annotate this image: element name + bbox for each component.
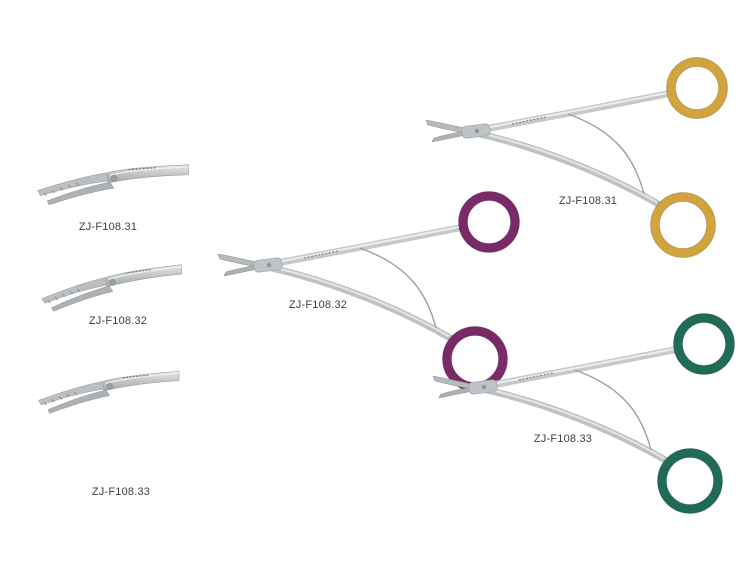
ring-outline <box>673 313 735 375</box>
lower-jaw <box>223 264 259 277</box>
lower-shank-highlight <box>486 388 668 461</box>
tip-detail-figure-2 <box>27 253 189 319</box>
ring-handle-top <box>673 313 735 375</box>
engraved-marking <box>511 116 547 125</box>
spring-wire <box>567 113 645 195</box>
upper-shank-highlight <box>479 91 673 130</box>
lower-shank-highlight <box>271 266 453 339</box>
shaft-highlight <box>110 166 189 176</box>
ring-outline <box>682 322 726 366</box>
instrument-figure-2 <box>212 186 542 401</box>
lower-shank-highlight <box>479 132 661 205</box>
lower-jaw <box>431 130 467 143</box>
ring-outline <box>458 191 520 253</box>
engraved-marking <box>303 250 339 259</box>
pivot-screw <box>474 128 480 134</box>
lower-jaw <box>51 285 114 312</box>
spring-wire <box>574 369 652 451</box>
instrument-figure-1 <box>420 52 750 267</box>
ring-outline <box>650 192 716 258</box>
pivot-screw <box>266 262 272 268</box>
upper-shank-highlight <box>486 347 680 386</box>
jaw-serrations <box>43 182 80 197</box>
instrument-figure-3 <box>427 308 750 523</box>
tip-detail-label-2: ZJ-F108.32 <box>88 315 148 327</box>
instrument-label-3: ZJ-F108.33 <box>533 433 593 445</box>
hinge-screw <box>109 278 116 286</box>
shaft-highlight <box>105 372 180 385</box>
ring-outline <box>659 201 707 249</box>
instrument-label-2: ZJ-F108.32 <box>288 299 348 311</box>
tip-detail-label-3: ZJ-F108.33 <box>91 486 151 498</box>
lower-jaw <box>438 386 474 399</box>
ring-handle-top <box>666 57 728 119</box>
lower-jaw <box>46 181 115 206</box>
jaw-serrations <box>47 288 81 304</box>
hinge-screw <box>106 383 113 390</box>
spring-wire <box>359 247 437 329</box>
upper-jaw <box>217 253 257 268</box>
engraved-marking <box>518 372 554 381</box>
tip-detail-figure-3 <box>25 360 185 420</box>
ring-outline <box>666 57 728 119</box>
instrument-label-1: ZJ-F108.31 <box>558 195 618 207</box>
shaft-highlight <box>108 265 182 281</box>
upper-jaw <box>38 381 105 406</box>
tip-detail-figure-1 <box>27 147 191 217</box>
jaw-serrations <box>43 391 78 406</box>
lower-jaw <box>47 389 111 414</box>
ring-outline <box>675 66 719 110</box>
ring-handle-bottom <box>650 192 716 258</box>
ring-outline <box>666 457 714 505</box>
tip-detail-label-1: ZJ-F108.31 <box>78 221 138 233</box>
upper-jaw <box>37 172 109 196</box>
lower-shank <box>483 386 671 465</box>
upper-jaw <box>432 375 472 390</box>
ring-outline <box>467 200 511 244</box>
upper-jaw <box>425 119 465 134</box>
ring-handle-bottom <box>657 448 723 514</box>
upper-jaw <box>41 277 108 304</box>
ring-outline <box>657 448 723 514</box>
ring-handle-top <box>458 191 520 253</box>
pivot-screw <box>481 384 487 390</box>
upper-shank-highlight <box>271 225 465 264</box>
engraved-marking <box>128 167 157 171</box>
engraved-marking <box>125 269 152 274</box>
engraved-marking <box>122 374 150 379</box>
hinge-screw <box>110 174 118 182</box>
